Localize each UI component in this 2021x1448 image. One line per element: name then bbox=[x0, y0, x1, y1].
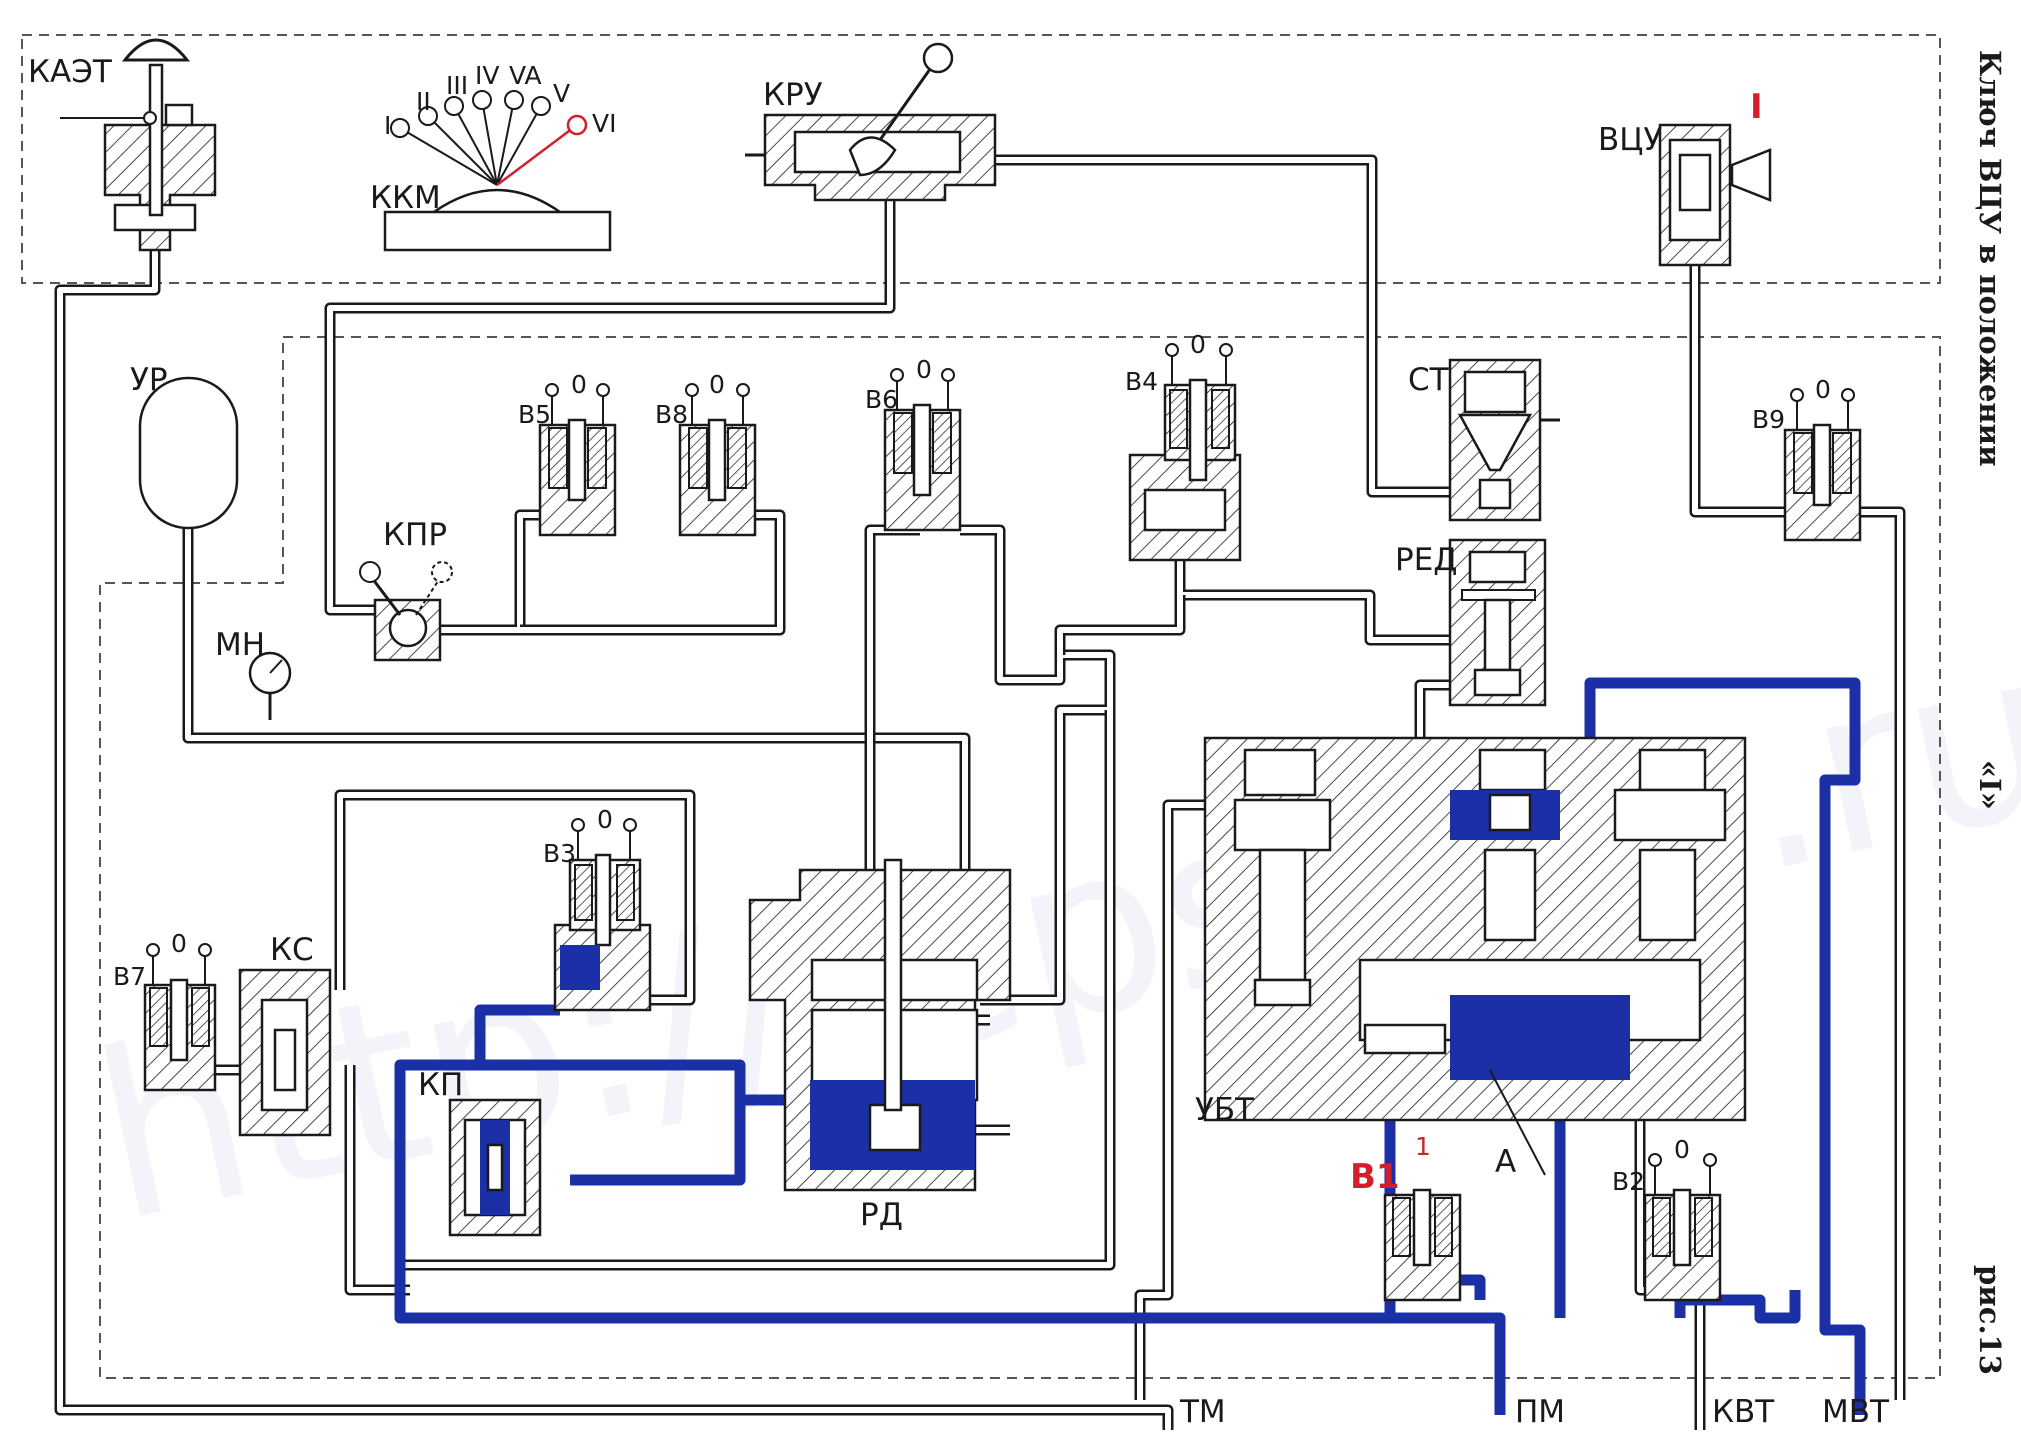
v5-label: В5 bbox=[518, 400, 551, 429]
kkm-position-2: II bbox=[416, 87, 431, 116]
red-reducer bbox=[1448, 538, 1547, 707]
kkm-position-1: I bbox=[384, 111, 391, 140]
b1-state-label: 1 bbox=[1415, 1132, 1431, 1161]
v7-solenoid-valve bbox=[143, 943, 217, 1092]
kkm-controller bbox=[383, 90, 612, 252]
v4-state-label: 0 bbox=[1190, 330, 1206, 359]
kpr-valve bbox=[359, 561, 453, 662]
kvt-line-label: КВТ bbox=[1712, 1394, 1775, 1430]
rd-pressure-regulator bbox=[748, 858, 1012, 1192]
v9-solenoid-valve bbox=[1783, 388, 1862, 542]
kkm-position-7: VI bbox=[592, 109, 616, 138]
v9-label: В9 bbox=[1752, 405, 1785, 434]
ks-label: КС bbox=[270, 932, 314, 968]
rd-label: РД bbox=[860, 1197, 903, 1233]
kp-valve bbox=[448, 1098, 542, 1237]
kkm-position-5: VA bbox=[509, 61, 542, 90]
kkm-position-6: V bbox=[553, 79, 570, 108]
brake-panel-boundary bbox=[99, 336, 1941, 1379]
v7-label: В7 bbox=[113, 962, 146, 991]
side-position-label: «I» bbox=[1973, 760, 2007, 810]
b1-solenoid-valve bbox=[1383, 1188, 1462, 1302]
v8-label: В8 bbox=[655, 400, 688, 429]
v6-state-label: 0 bbox=[916, 355, 932, 384]
ubt-label: УБТ bbox=[1195, 1092, 1255, 1128]
b2-label: В2 bbox=[1612, 1167, 1645, 1196]
v3-solenoid-valve bbox=[553, 818, 652, 1012]
tm-line-label: ТМ bbox=[1179, 1394, 1226, 1430]
point-a-label: А bbox=[1495, 1144, 1516, 1180]
mn-label: МН bbox=[215, 627, 265, 663]
cab-equipment-boundary bbox=[21, 34, 1941, 284]
figure-number: рис.13 bbox=[1973, 1265, 2007, 1375]
vcu-valve bbox=[1658, 123, 1772, 267]
v4-label: В4 bbox=[1125, 367, 1158, 396]
v6-solenoid-valve bbox=[883, 368, 962, 532]
vcu-position-indicator: I bbox=[1750, 87, 1763, 127]
mvt-line-label: МВТ bbox=[1822, 1394, 1890, 1430]
kkm-position-3: III bbox=[446, 71, 468, 100]
ur-label: УР bbox=[130, 362, 168, 398]
mn-pressure-gauge bbox=[248, 651, 292, 720]
v4-solenoid-valve bbox=[1128, 343, 1242, 562]
kaet-label: КАЭТ bbox=[28, 54, 113, 90]
st-valve bbox=[1448, 358, 1560, 522]
v5-state-label: 0 bbox=[571, 370, 587, 399]
v9-state-label: 0 bbox=[1815, 375, 1831, 404]
vcu-label: ВЦУ bbox=[1598, 122, 1662, 158]
pm-line-label: ПМ bbox=[1515, 1394, 1565, 1430]
ur-reservoir bbox=[138, 376, 239, 530]
kru-label: КРУ bbox=[763, 77, 823, 113]
ubt-brake-unit bbox=[1203, 736, 1747, 1122]
v8-state-label: 0 bbox=[709, 370, 725, 399]
b2-state-label: 0 bbox=[1674, 1135, 1690, 1164]
v3-state-label: 0 bbox=[597, 805, 613, 834]
red-label: РЕД bbox=[1395, 542, 1458, 578]
kkm-label: ККМ bbox=[370, 180, 441, 216]
v5-solenoid-valve bbox=[538, 383, 617, 537]
point-a-leader bbox=[1489, 1069, 1546, 1176]
kaet-valve bbox=[60, 38, 217, 252]
ks-valve bbox=[238, 968, 332, 1137]
b2-solenoid-valve bbox=[1643, 1153, 1722, 1302]
kkm-position-4: IV bbox=[475, 61, 499, 90]
side-caption: Ключ ВЦУ в положении bbox=[1973, 50, 2007, 467]
v8-solenoid-valve bbox=[678, 383, 757, 537]
kkm-position-labels: I II III IV VA V VI bbox=[384, 61, 616, 140]
kpr-label: КПР bbox=[383, 517, 447, 553]
st-label: СТ bbox=[1408, 362, 1450, 398]
kp-label: КП bbox=[418, 1067, 463, 1103]
v7-state-label: 0 bbox=[171, 929, 187, 958]
kru-valve bbox=[745, 42, 997, 202]
v3-label: В3 bbox=[543, 839, 576, 868]
b1-label: В1 bbox=[1350, 1157, 1400, 1197]
v6-label: В6 bbox=[865, 385, 898, 414]
